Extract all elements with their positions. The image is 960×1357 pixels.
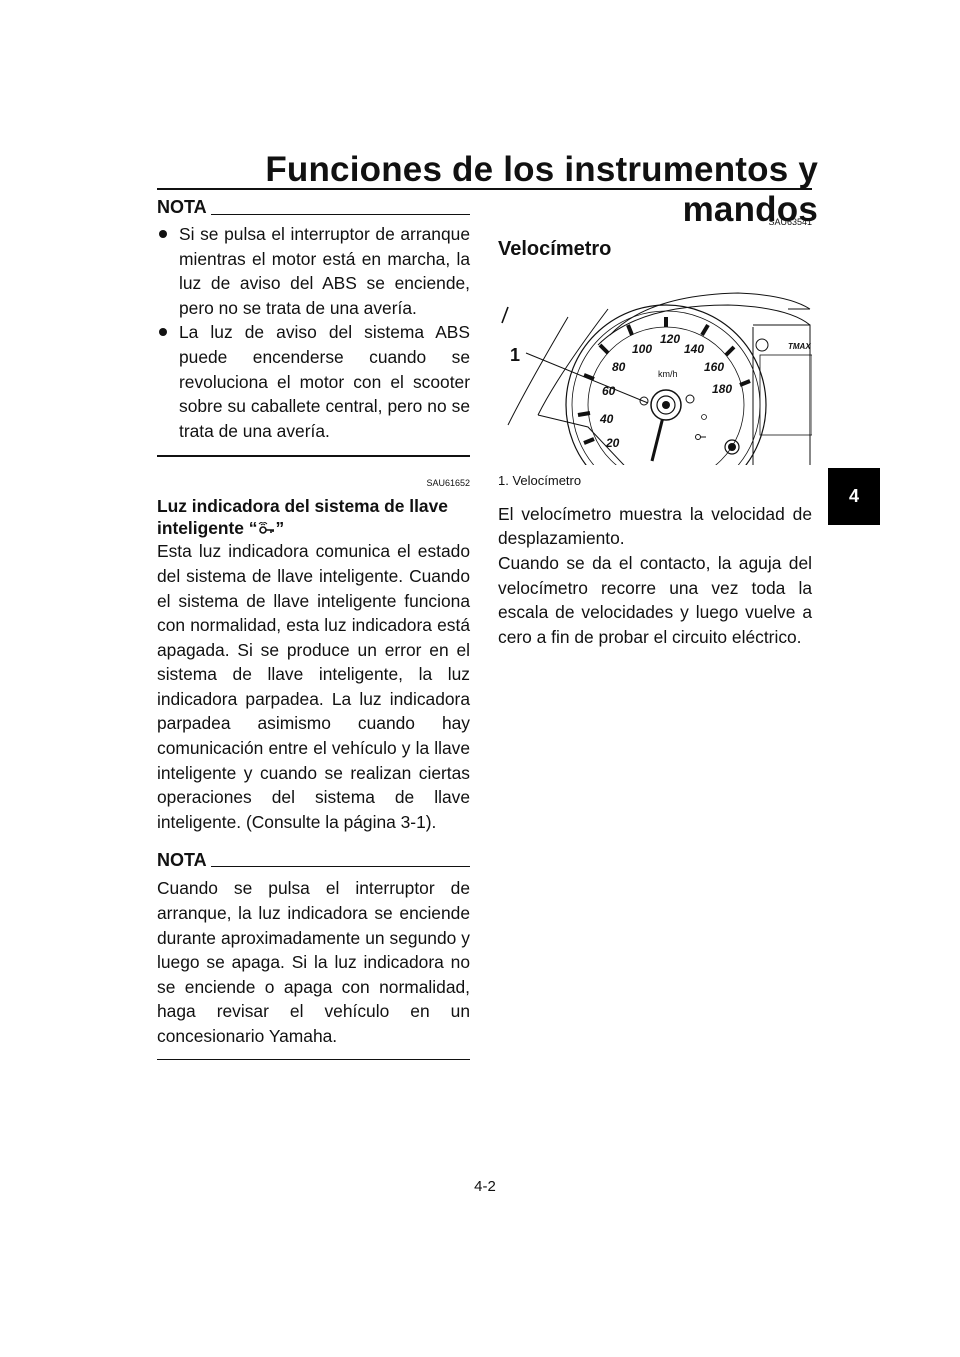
tick-label: 80 bbox=[612, 360, 626, 374]
brand-logo: TMAX bbox=[788, 342, 811, 351]
section-code: SAU61652 bbox=[426, 477, 470, 488]
bullet-icon bbox=[159, 328, 167, 337]
indicator-lamp-icon bbox=[639, 396, 649, 406]
tick-label: 160 bbox=[704, 360, 724, 374]
panel-button-icon bbox=[755, 338, 769, 352]
title-rule bbox=[157, 188, 812, 190]
page-title: Funciones de los instrumentos y mandos bbox=[265, 150, 818, 229]
tick-label: 100 bbox=[632, 342, 652, 356]
tick-label: 20 bbox=[605, 436, 620, 450]
speedometer-illustration: 20 40 60 80 100 120 140 160 180 km/h bbox=[501, 292, 813, 506]
nota-header: NOTA bbox=[157, 196, 470, 220]
section-code: SAU63541 bbox=[768, 217, 812, 227]
figure-caption: 1. Velocímetro bbox=[498, 473, 582, 489]
speed-unit: km/h bbox=[658, 369, 678, 379]
tick-label: 140 bbox=[684, 342, 704, 356]
speedometer-figure: 20 40 60 80 100 120 140 160 180 km/h bbox=[498, 265, 813, 506]
page-number: 4-2 bbox=[474, 1178, 496, 1195]
select-button-icon bbox=[724, 439, 740, 455]
section-title: Velocímetro bbox=[498, 237, 612, 260]
left-column: NOTA Si se pulsa el interruptor de arran… bbox=[157, 196, 470, 1060]
right-column: SAU63541 Velocímetro bbox=[498, 210, 813, 649]
tick-label: 120 bbox=[660, 332, 680, 346]
nota-bullet-list: Si se pulsa el interruptor de arranque m… bbox=[157, 222, 470, 443]
nota-rule bbox=[210, 866, 470, 868]
indicator-lamp-icon bbox=[685, 394, 695, 404]
tick-label: 60 bbox=[602, 384, 616, 398]
callout-number: 1 bbox=[510, 345, 520, 365]
section-body: Esta luz indicadora comunica el estado d… bbox=[157, 541, 470, 832]
bullet-icon bbox=[159, 230, 167, 238]
list-item: La luz de aviso del sistema ABS puede en… bbox=[157, 320, 470, 443]
smart-key-icon bbox=[258, 521, 274, 535]
smart-key-lamp-icon bbox=[695, 434, 706, 441]
paragraph: Cuando se da el contacto, la aguja del v… bbox=[498, 552, 812, 647]
paragraph: El velocímetro muestra la velocidad de d… bbox=[498, 503, 812, 549]
nota-end-rule bbox=[157, 455, 470, 457]
callout-leader bbox=[525, 352, 649, 404]
section-heading: Luz indicadora del sistema de llave inte… bbox=[157, 496, 448, 539]
list-item: Si se pulsa el interruptor de arranque m… bbox=[157, 222, 470, 320]
chapter-tab[interactable]: 4 bbox=[828, 468, 880, 525]
tick-label: 40 bbox=[599, 412, 614, 426]
nota-end-rule bbox=[157, 1058, 470, 1060]
nota-body: Cuando se pulsa el interruptor de arranq… bbox=[157, 878, 470, 1047]
tick-label: 180 bbox=[712, 382, 732, 396]
nota-label: NOTA bbox=[157, 197, 207, 218]
nota-header: NOTA bbox=[157, 848, 470, 872]
nota-rule bbox=[210, 213, 470, 215]
nota-label: NOTA bbox=[157, 849, 207, 870]
